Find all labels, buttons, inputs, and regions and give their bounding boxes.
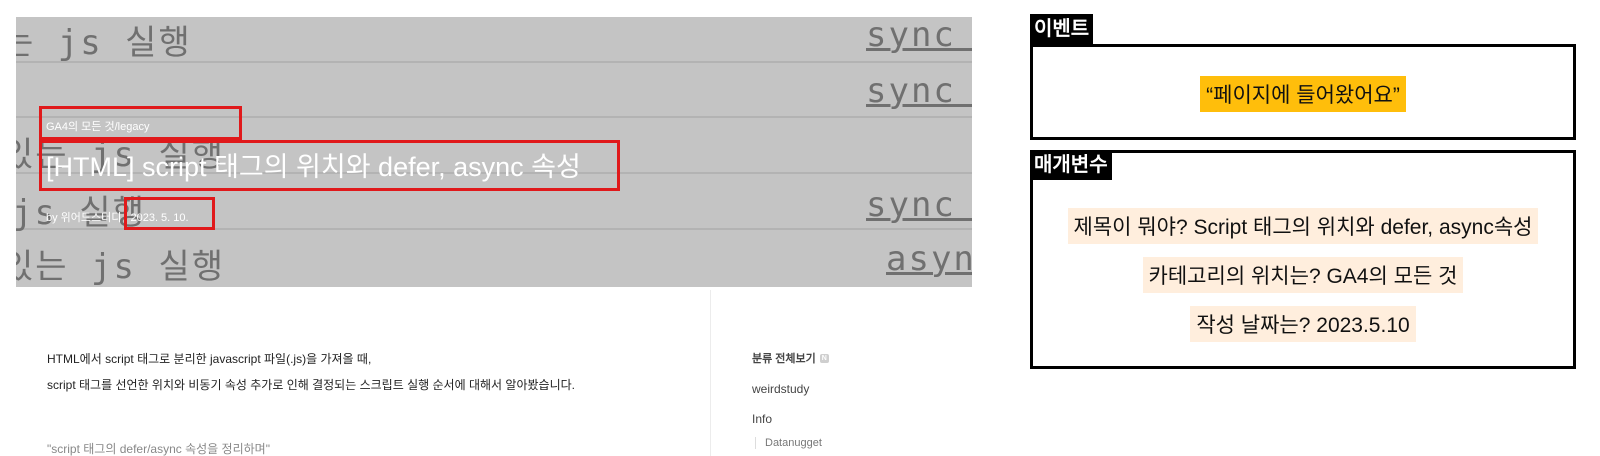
post-intro-line: HTML에서 script 태그로 분리한 javascript 파일(.js)…	[47, 352, 372, 366]
event-label: 이벤트	[1030, 14, 1094, 44]
post-category-link[interactable]: GA4의 모든 것/legacy	[46, 121, 150, 133]
blog-screenshot: 는 js 실행 있는 js 실행 js 실행 있는 js 실행 sync i s…	[16, 17, 972, 456]
post-body-cut-line: "script 태그의 defer/async 속성을 정리하며"	[47, 442, 270, 456]
parameter-panel: 제목이 뭐야? Script 태그의 위치와 defer, async속성 카테…	[1030, 150, 1576, 369]
event-value: “페이지에 들어왔어요”	[1200, 76, 1406, 112]
new-badge-icon: N	[819, 353, 829, 363]
post-author: by 위어드스터디	[46, 212, 122, 224]
highlight-box-category	[39, 106, 242, 140]
sidebar-subitem-datanugget[interactable]: Datanugget	[755, 437, 829, 449]
post-header: GA4의 모든 것/legacy [HTML] script 태그의 위치와 d…	[16, 17, 972, 287]
sidebar-divider	[710, 290, 711, 456]
post-intro-line: script 태그를 선언한 위치와 비동기 속성 추가로 인해 결정되는 스크…	[47, 378, 575, 392]
post-hero-banner: 는 js 실행 있는 js 실행 js 실행 있는 js 실행 sync i s…	[16, 17, 972, 287]
event-panel: “페이지에 들어왔어요”	[1030, 44, 1576, 140]
post-title: [HTML] script 태그의 위치와 defer, async 속성	[46, 152, 581, 182]
category-sidebar: 분류 전체보기 N weirdstudy Info Datanugget	[752, 350, 829, 449]
post-date: 2023. 5. 10.	[130, 212, 189, 224]
highlight-box-title	[39, 140, 620, 191]
sidebar-item-info[interactable]: Info	[752, 412, 773, 426]
post-body: HTML에서 script 태그로 분리한 javascript 파일(.js)…	[47, 352, 575, 456]
sidebar-heading-label: 분류 전체보기	[752, 353, 816, 365]
sidebar-heading[interactable]: 분류 전체보기 N	[752, 350, 829, 366]
parameter-label: 매개변수	[1030, 150, 1112, 180]
highlight-box-date	[124, 197, 215, 230]
post-byline: by 위어드스터디 2023. 5. 10.	[46, 209, 189, 225]
parameter-category: 카테고리의 위치는? GA4의 모든 것	[1142, 257, 1464, 293]
parameter-title: 제목이 뭐야? Script 태그의 위치와 defer, async속성	[1067, 208, 1539, 244]
parameter-date: 작성 날짜는? 2023.5.10	[1190, 306, 1416, 342]
sidebar-item-weirdstudy[interactable]: weirdstudy	[752, 382, 810, 396]
